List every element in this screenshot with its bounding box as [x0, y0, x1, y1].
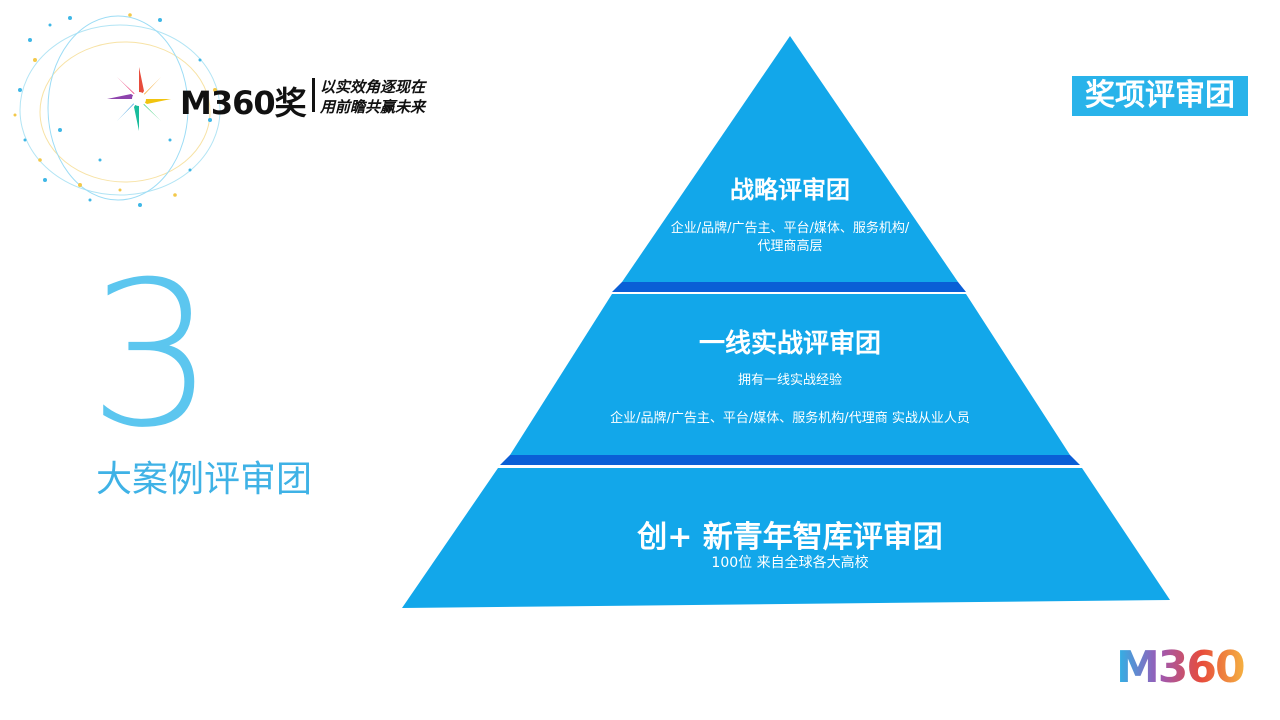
brand-star-icon	[107, 67, 171, 131]
tier2-line1: 拥有一线实战经验	[737, 373, 842, 388]
tier3-title: 创+ 新青年智库评审团	[637, 520, 943, 555]
pyramid-tier-middle	[510, 294, 1070, 455]
tier2-edge	[500, 455, 1080, 465]
pyramid-tier-bottom	[402, 468, 1170, 608]
tier1-description: 企业/品牌/广告主、平台/媒体、服务机构/代理商高层	[670, 221, 910, 254]
brand-logo-text: M360奖	[180, 84, 307, 122]
brand-slogan-line2: 用前瞻共赢未来	[320, 98, 426, 116]
tier2-title: 一线实战评审团	[698, 329, 881, 359]
tier2-line2: 企业/品牌/广告主、平台/媒体、服务机构/代理商 实战从业人员	[610, 411, 970, 426]
brand-divider	[312, 78, 315, 112]
tier1-title: 战略评审团	[730, 176, 850, 204]
headline-subtitle: 大案例评审团	[96, 459, 313, 500]
brand-slogan-line1: 以实效角逐现在	[320, 78, 426, 96]
particle-sphere-decoration	[13, 13, 221, 207]
jury-badge: 奖项评审团	[1072, 76, 1248, 116]
pyramid-tier-top	[622, 36, 958, 282]
headline-number: 3	[88, 239, 216, 472]
corner-logo: M360	[1116, 642, 1246, 693]
tier1-edge	[612, 282, 966, 292]
tier3-description: 100位 来自全球各大高校	[711, 555, 869, 571]
